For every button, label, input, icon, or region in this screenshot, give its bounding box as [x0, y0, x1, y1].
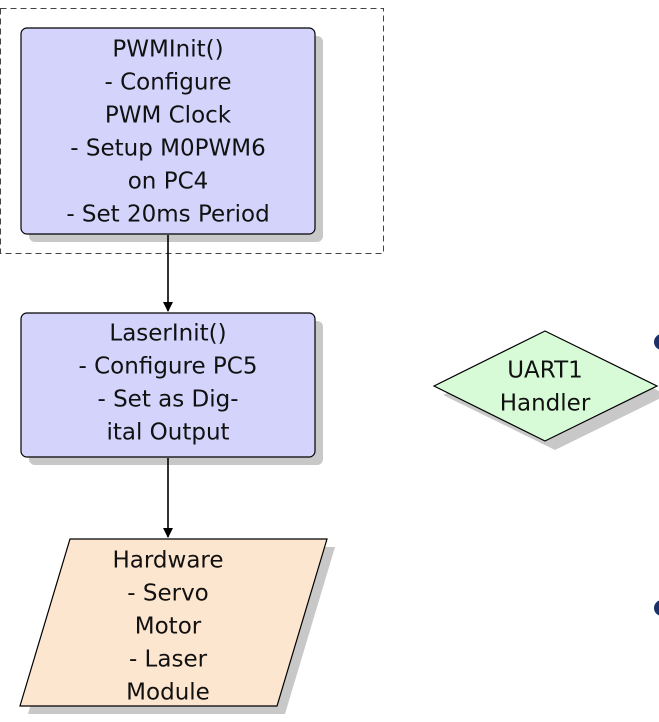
uart-line: Handler — [500, 391, 591, 417]
laser-init-node: LaserInit() - Configure PC5 - Set as Dig… — [20, 312, 323, 465]
laser-line: - Configure PC5 — [79, 354, 258, 380]
laser-line: - Set as Dig- — [97, 387, 238, 413]
uart-line: UART1 — [507, 358, 583, 384]
pwm-line: - Configure — [104, 70, 231, 96]
hardware-line: Module — [126, 680, 210, 706]
bullet-dot — [654, 334, 659, 350]
hardware-line: Motor — [135, 614, 202, 640]
group-boundary — [0, 8, 384, 254]
pwm-init-node: PWMInit() - Configure PWM Clock - Setup … — [20, 27, 323, 242]
pwm-line: PWMInit() — [112, 37, 223, 63]
uart-handler-node: UART1 Handler — [432, 330, 659, 450]
hardware-node: Hardware - Servo Motor - Laser Module — [19, 538, 335, 714]
pwm-line: - Set 20ms Period — [66, 202, 269, 228]
laser-line: ital Output — [106, 420, 229, 446]
hardware-line: - Laser — [129, 647, 208, 673]
pwm-line: PWM Clock — [105, 103, 232, 129]
bullet-dot — [654, 600, 659, 616]
hardware-line: Hardware — [112, 548, 223, 574]
pwm-line: on PC4 — [128, 169, 209, 195]
laser-line: LaserInit() — [109, 321, 226, 347]
pwm-line: - Setup M0PWM6 — [70, 136, 265, 162]
hardware-line: - Servo — [127, 581, 209, 607]
